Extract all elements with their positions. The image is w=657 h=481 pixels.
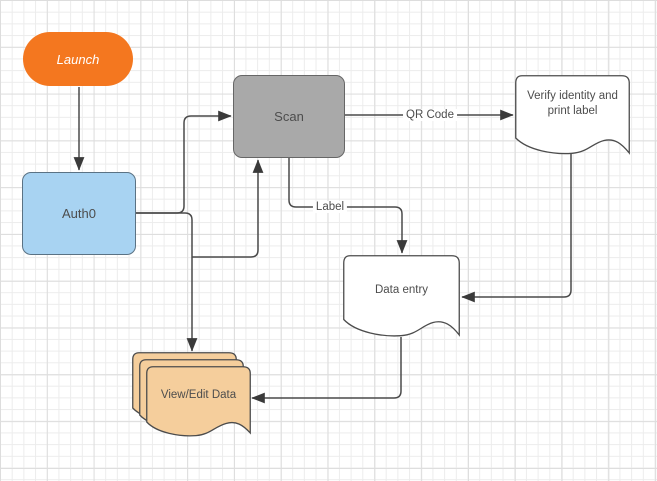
node-scan[interactable]: Scan (233, 75, 345, 158)
edge-label-qr-code[interactable]: QR Code (403, 109, 457, 121)
node-launch-label: Launch (56, 51, 100, 67)
node-scan-label: Scan (274, 109, 304, 124)
document-shape (515, 75, 630, 155)
edge-verify-dataentry[interactable] (461, 154, 572, 303)
edge-auth0-scan-left[interactable] (136, 110, 232, 214)
edge-label-label[interactable]: Label (312, 201, 348, 213)
multi-document-shape (132, 352, 251, 437)
node-data-entry[interactable]: Data entry (343, 255, 460, 342)
node-data-entry-label: Data entry (374, 283, 429, 296)
edge-viewedit-scan-bottom[interactable] (192, 159, 264, 258)
node-verify-identity-label: Verify identity and print label (527, 90, 618, 117)
node-auth0-label: Auth0 (62, 206, 96, 221)
node-view-edit-data-label: View/Edit Data (160, 389, 237, 402)
edge-auth0-viewedit[interactable] (136, 212, 198, 352)
node-launch[interactable]: Launch (23, 32, 133, 86)
node-view-edit-data[interactable]: View/Edit Data (132, 352, 251, 442)
node-verify-identity[interactable]: Verify identity and print label (515, 75, 630, 160)
edge-dataentry-viewedit[interactable] (251, 337, 402, 404)
document-shape (343, 255, 460, 337)
node-auth0[interactable]: Auth0 (22, 172, 136, 255)
